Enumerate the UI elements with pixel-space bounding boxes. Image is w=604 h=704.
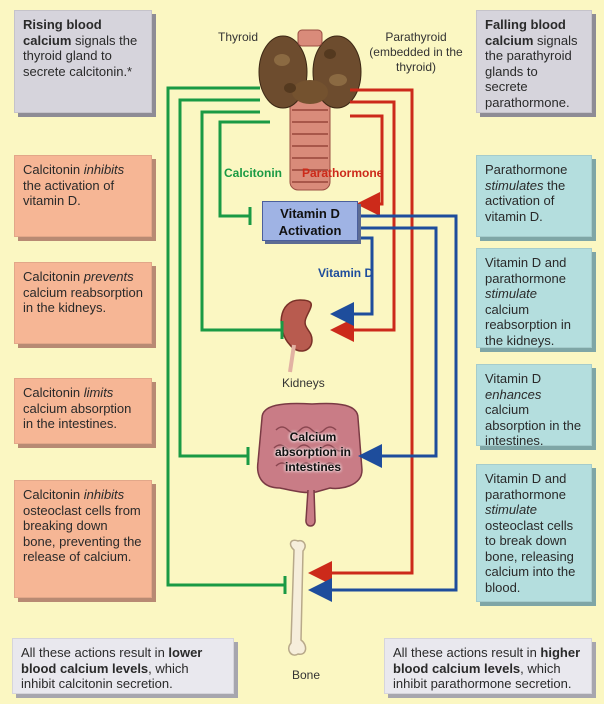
right-box-2-pre: Vitamin D and parathormone xyxy=(485,255,566,286)
left-box-2-pre: Calcitonin xyxy=(23,269,84,284)
falling-calcium-box: Falling blood calcium signals the parath… xyxy=(476,10,592,113)
right-box-3-pre: Vitamin D xyxy=(485,371,541,386)
parathormone-label: Parathormone xyxy=(302,166,383,180)
intestine-absorption-label: Calcium absorption in intestines xyxy=(270,430,356,475)
left-box-3-em: limits xyxy=(84,385,114,400)
kidneys-label: Kidneys xyxy=(282,376,325,390)
parathyroid-label: Parathyroid (embedded in the thyroid) xyxy=(368,30,464,75)
bone-label: Bone xyxy=(292,668,320,682)
vitamin-d-activation-box: Vitamin D Activation xyxy=(262,201,358,241)
vitamin-d-label: Vitamin D xyxy=(318,266,373,280)
left-box-3-pre: Calcitonin xyxy=(23,385,84,400)
lower-calcium-pre: All these actions result in xyxy=(21,645,168,660)
left-box-kidneys: Calcitonin prevents calcium reabsorption… xyxy=(14,262,152,344)
right-box-4-post: osteoclast cells to break down bone, rel… xyxy=(485,518,575,595)
left-box-intestines: Calcitonin limits calcium absorption in … xyxy=(14,378,152,444)
right-box-2-em: stimulate xyxy=(485,286,537,301)
left-box-1-pre: Calcitonin xyxy=(23,162,84,177)
left-box-2-post: calcium reabsorption in the kidneys. xyxy=(23,285,143,316)
right-box-1-pre: Parathormone xyxy=(485,162,567,177)
lower-calcium-result-box: All these actions result in lower blood … xyxy=(12,638,234,694)
right-box-4-pre: Vitamin D and parathormone xyxy=(485,471,566,502)
bone-illustration xyxy=(289,540,306,655)
vitamin-d-activation-line1: Vitamin D xyxy=(263,205,357,222)
rising-calcium-box: Rising blood calcium signals the thyroid… xyxy=(14,10,152,113)
right-box-1-em: stimulates xyxy=(485,178,544,193)
left-box-2-em: prevents xyxy=(84,269,134,284)
left-box-bone: Calcitonin inhibits osteoclast cells fro… xyxy=(14,480,152,598)
right-box-vitamin-d: Parathormone stimulates the activation o… xyxy=(476,155,592,237)
thyroid-label: Thyroid xyxy=(218,30,258,44)
right-box-3-post: calcium absorption in the intestines. xyxy=(485,402,581,448)
right-box-bone: Vitamin D and parathormone stimulate ost… xyxy=(476,464,592,602)
right-box-2-post: calcium reabsorption in the kidneys. xyxy=(485,302,571,348)
left-box-4-em: inhibits xyxy=(84,487,124,502)
calcitonin-label: Calcitonin xyxy=(224,166,282,180)
left-box-1-post: the activation of vitamin D. xyxy=(23,178,114,209)
vitamin-d-activation-line2: Activation xyxy=(263,222,357,239)
right-box-3-em: enhances xyxy=(485,387,541,402)
left-box-1-em: inhibits xyxy=(84,162,124,177)
right-box-4-em: stimulate xyxy=(485,502,537,517)
right-box-intestines: Vitamin D enhances calcium absorption in… xyxy=(476,364,592,446)
left-box-vitamin-d: Calcitonin inhibits the activation of vi… xyxy=(14,155,152,237)
left-box-4-post: osteoclast cells from breaking down bone… xyxy=(23,503,142,565)
calcitonin-pathways xyxy=(168,88,285,594)
left-box-3-post: calcium absorption in the intestines. xyxy=(23,401,131,432)
kidney-illustration xyxy=(281,300,312,372)
higher-calcium-pre: All these actions result in xyxy=(393,645,540,660)
left-box-4-pre: Calcitonin xyxy=(23,487,84,502)
higher-calcium-result-box: All these actions result in higher blood… xyxy=(384,638,592,694)
right-box-kidneys: Vitamin D and parathormone stimulate cal… xyxy=(476,248,592,348)
